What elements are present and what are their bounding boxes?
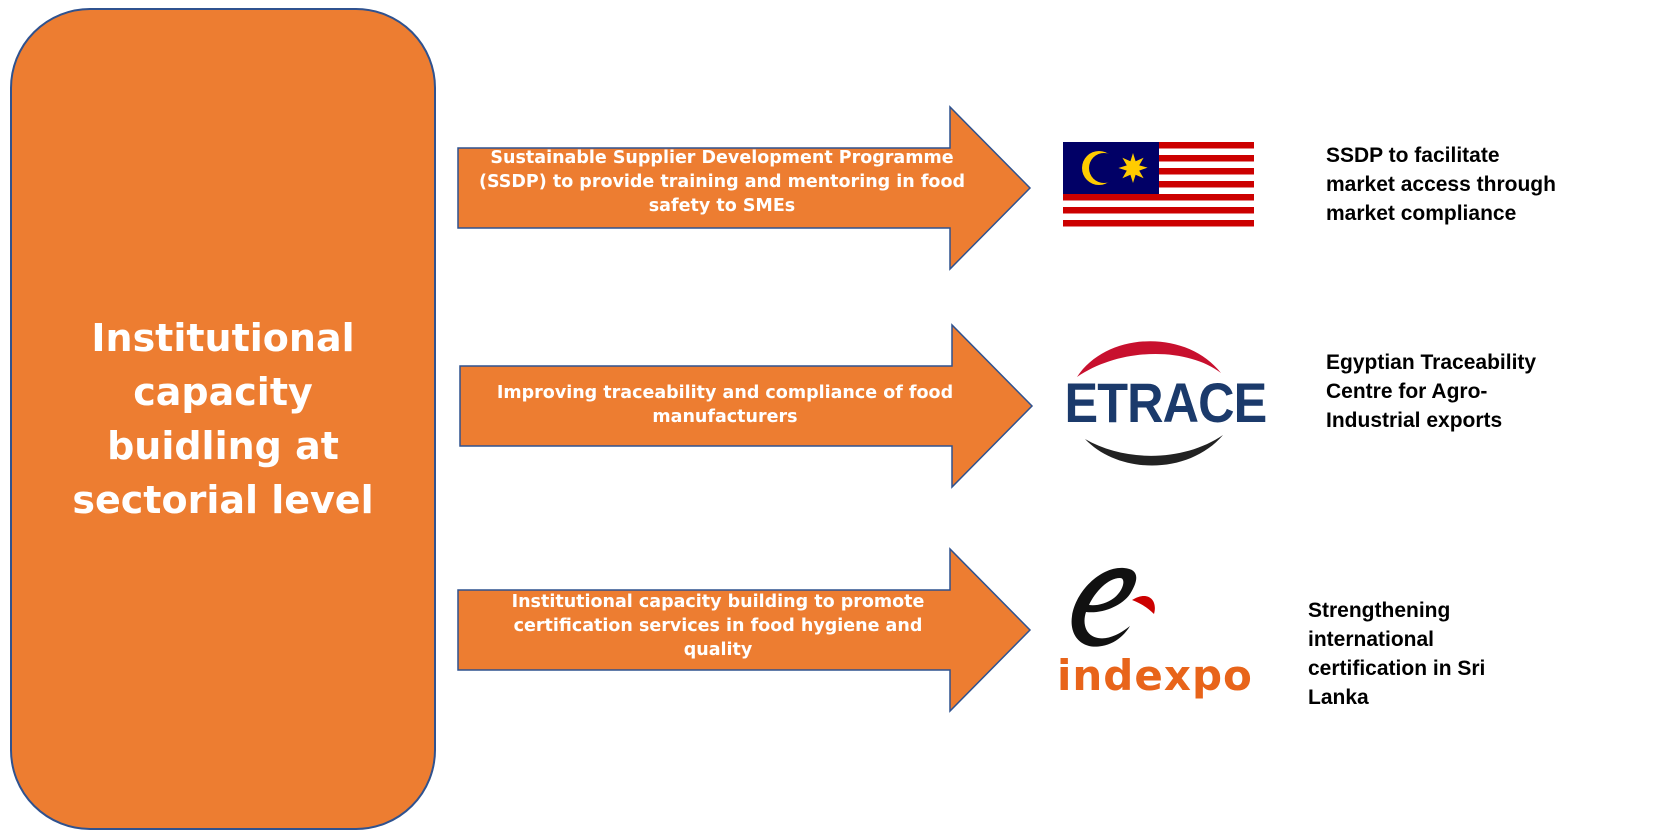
main-title: Institutional capacity buidling at secto… (72, 316, 374, 522)
arrow-2-text: Improving traceability and compliance of… (496, 383, 954, 427)
caption-indexpo: Strengthening international certificatio… (1308, 599, 1486, 709)
indexpo-e-icon (1071, 567, 1155, 647)
main-concept-box: Institutional capacity buidling at secto… (10, 8, 436, 830)
arrow-2 (459, 323, 1034, 489)
caption-ssdp: SSDP to facilitate market access through… (1326, 144, 1556, 225)
etrace-arc-icon (1077, 341, 1223, 466)
arrow-1-text: Sustainable Supplier Development Program… (478, 148, 966, 216)
arrow-1 (457, 105, 1032, 271)
indexpo-logo-text: indexpo (1057, 651, 1253, 700)
malaysia-flag-icon (1063, 142, 1254, 233)
arrow-3 (457, 547, 1032, 713)
caption-etrace: Egyptian Traceability Centre for Agro-In… (1326, 351, 1537, 432)
arrow-3-text: Institutional capacity building to promo… (511, 592, 925, 660)
etrace-logo-text: ETRACE (1064, 371, 1268, 434)
